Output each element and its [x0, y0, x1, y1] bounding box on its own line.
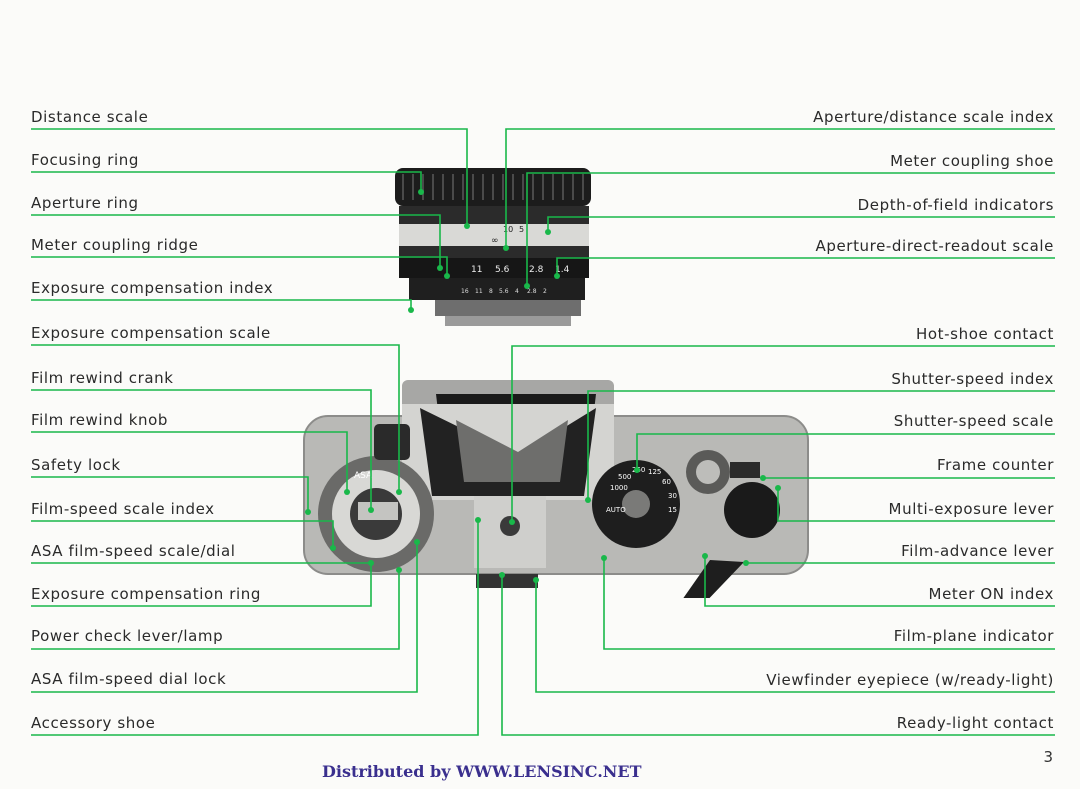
lens-distance-mark-2: 5 [519, 225, 524, 234]
label-meter-coupling-ridge: Meter coupling ridge [31, 236, 199, 254]
lens-aperture-mark-4: 1.4 [555, 265, 570, 275]
label-power-check-lever-lamp: Power check lever/lamp [31, 627, 224, 645]
camera-body-illustration: ASA 1000 500 250 125 60 30 15 AUTO [303, 380, 809, 598]
label-focusing-ring: Focusing ring [31, 151, 139, 169]
lens-aperture-mark-3: 2.8 [529, 265, 544, 275]
shutter-speed-mark-7: 15 [668, 506, 677, 514]
label-multi-exposure-lever: Multi-exposure lever [888, 500, 1054, 518]
lens-readout-mark-4: 5.6 [499, 288, 509, 295]
label-asa-film-speed-scale-dial: ASA film-speed scale/dial [31, 542, 236, 560]
page-number: 3 [1043, 748, 1053, 766]
label-distance-scale: Distance scale [31, 108, 149, 126]
label-hot-shoe-contact: Hot-shoe contact [916, 325, 1054, 343]
label-depth-of-field-indicators: Depth-of-field indicators [857, 196, 1054, 214]
label-meter-on-index: Meter ON index [928, 585, 1054, 603]
label-meter-coupling-shoe: Meter coupling shoe [890, 152, 1054, 170]
shutter-speed-mark-5: 60 [662, 478, 671, 486]
shutter-speed-mark-1: 1000 [610, 484, 628, 492]
asa-dial-label: ASA [354, 471, 373, 481]
distributor-footer: Distributed by WWW.LENSINC.NET [322, 762, 642, 781]
label-shutter-speed-index: Shutter-speed index [891, 370, 1054, 388]
lens-distance-mark-3: ∞ [491, 236, 499, 246]
lens-readout-mark-3: 8 [489, 288, 493, 295]
lens-aperture-mark-1: 11 [471, 265, 482, 275]
label-exposure-compensation-scale: Exposure compensation scale [31, 324, 271, 342]
lens-illustration: 10 5 ∞ 11 5.6 2.8 1.4 16 11 8 5.6 4 2.8 … [395, 168, 591, 326]
auto-label: AUTO [606, 506, 626, 514]
lens-distance-mark-1: 10 [503, 225, 513, 234]
label-exposure-compensation-index: Exposure compensation index [31, 279, 274, 297]
lens-readout-mark-7: 2 [543, 288, 547, 295]
label-shutter-speed-scale: Shutter-speed scale [893, 412, 1054, 430]
lens-aperture-mark-2: 5.6 [495, 265, 510, 275]
label-accessory-shoe: Accessory shoe [31, 714, 156, 732]
label-frame-counter: Frame counter [936, 456, 1054, 474]
label-asa-film-speed-dial-lock: ASA film-speed dial lock [31, 670, 227, 688]
label-film-rewind-knob: Film rewind knob [31, 411, 169, 429]
label-aperture-distance-scale-index: Aperture/distance scale index [813, 108, 1054, 126]
label-film-plane-indicator: Film-plane indicator [893, 627, 1054, 645]
label-film-advance-lever: Film-advance lever [901, 542, 1054, 560]
shutter-speed-mark-2: 500 [618, 473, 631, 481]
shutter-speed-mark-6: 30 [668, 492, 677, 500]
label-film-rewind-crank: Film rewind crank [31, 369, 174, 387]
lens-readout-mark-6: 2.8 [527, 288, 537, 295]
lens-readout-mark-2: 11 [475, 288, 483, 295]
label-aperture-direct-readout-scale: Aperture-direct-readout scale [815, 237, 1054, 255]
label-viewfinder-eyepiece: Viewfinder eyepiece (w/ready-light) [766, 671, 1054, 689]
label-ready-light-contact: Ready-light contact [896, 714, 1054, 732]
shutter-speed-mark-4: 125 [648, 468, 661, 476]
label-safety-lock: Safety lock [31, 456, 121, 474]
label-exposure-compensation-ring: Exposure compensation ring [31, 585, 261, 603]
label-aperture-ring: Aperture ring [31, 194, 139, 212]
label-film-speed-scale-index: Film-speed scale index [31, 500, 215, 518]
lens-readout-mark-5: 4 [515, 288, 519, 295]
lens-readout-mark-1: 16 [461, 288, 469, 295]
